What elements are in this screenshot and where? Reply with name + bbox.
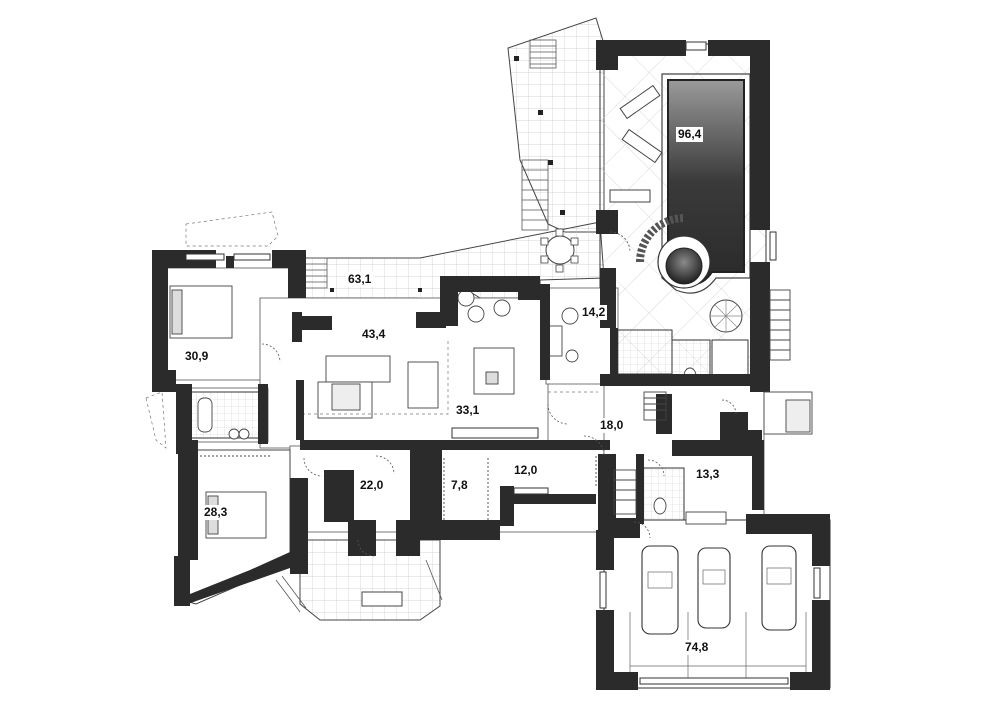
room-area-bedroom-south: 28,3 (202, 505, 230, 520)
wc-tiles (639, 467, 685, 525)
room-area-utility: 13,3 (694, 467, 722, 482)
garage (603, 519, 831, 689)
room-area-living: 43,4 (360, 327, 388, 342)
room-area-bedroom-north: 30,9 (183, 349, 211, 364)
door-swings (261, 231, 737, 557)
room-area-terrace: 63,1 (346, 272, 374, 287)
side-stair (763, 289, 813, 435)
windows (185, 41, 821, 685)
room-area-hall: 18,0 (598, 418, 626, 433)
terrace-area (304, 17, 605, 313)
hall-stair (613, 391, 667, 515)
furniture (169, 285, 727, 539)
room-area-garage: 74,8 (683, 640, 711, 655)
room-area-study: 14,2 (580, 305, 608, 320)
walls (152, 40, 830, 690)
room-area-dining-kitchen: 33,1 (454, 403, 482, 418)
room-area-entrance-hall: 22,0 (358, 478, 386, 493)
room-area-corridor: 12,0 (512, 463, 540, 478)
guide-lines (145, 211, 598, 449)
room-area-wardrobe: 7,8 (449, 478, 470, 493)
pool-area (599, 43, 767, 381)
room-area-pool: 96,4 (676, 127, 704, 142)
